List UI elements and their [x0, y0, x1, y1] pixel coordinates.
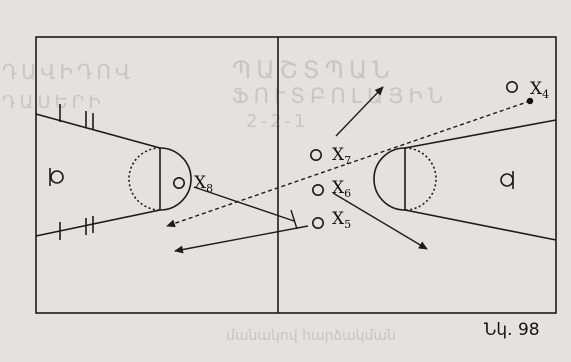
arrow-x5-cut — [174, 225, 309, 254]
bleed-text-3: 2-2-1 — [246, 111, 309, 132]
player-x7-marker — [309, 149, 322, 162]
screen-bar-x8 — [290, 209, 298, 230]
player-x6-marker — [311, 184, 324, 197]
bleed-text-1: ՊԱՇՏՊԱՆ — [232, 56, 395, 84]
court-boundary — [35, 36, 557, 314]
left-basket — [49, 168, 64, 186]
bleed-text-left-2: ԴԱՍԵՐԻ — [2, 92, 105, 113]
player-x5-label: X5 — [332, 209, 351, 231]
player-x6-label: X6 — [332, 178, 351, 200]
arrow-x6-cut — [332, 192, 428, 250]
bleed-text-4: մանակով հարձակման — [226, 328, 396, 344]
player-x5-marker — [311, 217, 324, 230]
bleed-text-left-1: ԴԱՎԻԴՈՎ — [2, 60, 135, 84]
pass-line-x4 — [166, 100, 531, 228]
bleed-text-2: ՖՈՒՏԲՈԼԱՅԻՆ — [232, 84, 449, 108]
player-x4-label: X4 — [530, 79, 549, 101]
player-x8-marker — [173, 177, 186, 190]
player-x7-label: X7 — [332, 145, 351, 167]
right-basket — [500, 171, 514, 189]
right-key — [373, 119, 557, 241]
left-key — [35, 104, 192, 240]
player-x8-label: X8 — [194, 173, 213, 195]
screen-line-x8 — [193, 186, 295, 222]
arrow-x7-cut — [335, 86, 384, 137]
figure-caption: Նկ. 98 — [484, 320, 540, 340]
player-x4-marker — [505, 81, 518, 94]
ball — [526, 97, 534, 105]
